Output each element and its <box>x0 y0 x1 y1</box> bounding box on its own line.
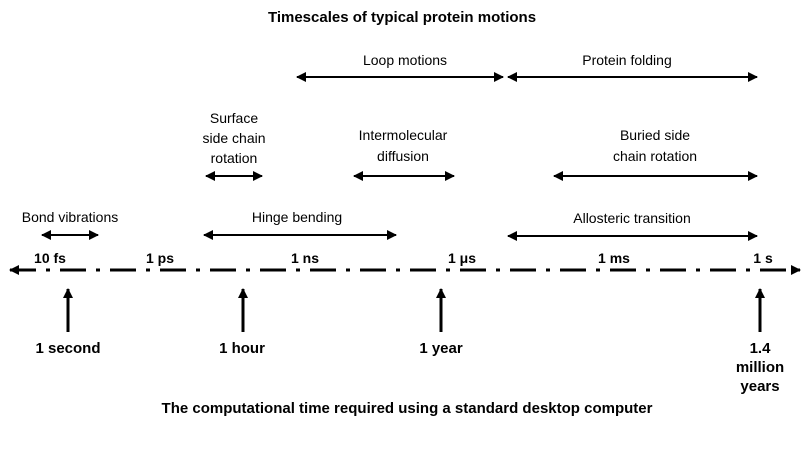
compute-label-million-years-line3: years <box>740 378 779 395</box>
loop-motions-label: Loop motions <box>363 52 447 68</box>
compute-label-hour: 1 hour <box>219 340 265 357</box>
surface-side-chain-label-line3: rotation <box>211 150 258 166</box>
diagram-footer: The computational time required using a … <box>162 400 653 417</box>
tick-1ms: 1 ms <box>598 250 630 266</box>
intermolecular-diffusion-label-line1: Intermolecular <box>359 127 448 143</box>
buried-side-chain-label-line1: Buried side <box>620 127 690 143</box>
bond-vibrations-label: Bond vibrations <box>22 209 119 225</box>
tick-1us: 1 μs <box>448 250 476 266</box>
tick-1ps: 1 ps <box>146 250 174 266</box>
compute-label-year: 1 year <box>419 340 463 357</box>
allosteric-transition-label: Allosteric transition <box>573 210 691 226</box>
compute-label-second: 1 second <box>35 340 100 357</box>
compute-label-million-years-line1: 1.4 <box>750 340 772 357</box>
buried-side-chain-label-line2: chain rotation <box>613 148 697 164</box>
intermolecular-diffusion-label-line2: diffusion <box>377 148 429 164</box>
hinge-bending-label: Hinge bending <box>252 209 342 225</box>
tick-1s: 1 s <box>753 250 773 266</box>
tick-1ns: 1 ns <box>291 250 319 266</box>
tick-10fs: 10 fs <box>34 250 66 266</box>
protein-folding-label: Protein folding <box>582 52 672 68</box>
diagram-title: Timescales of typical protein motions <box>268 9 536 26</box>
surface-side-chain-label-line2: side chain <box>202 130 265 146</box>
surface-side-chain-label-line1: Surface <box>210 110 258 126</box>
compute-label-million-years-line2: million <box>736 359 784 376</box>
